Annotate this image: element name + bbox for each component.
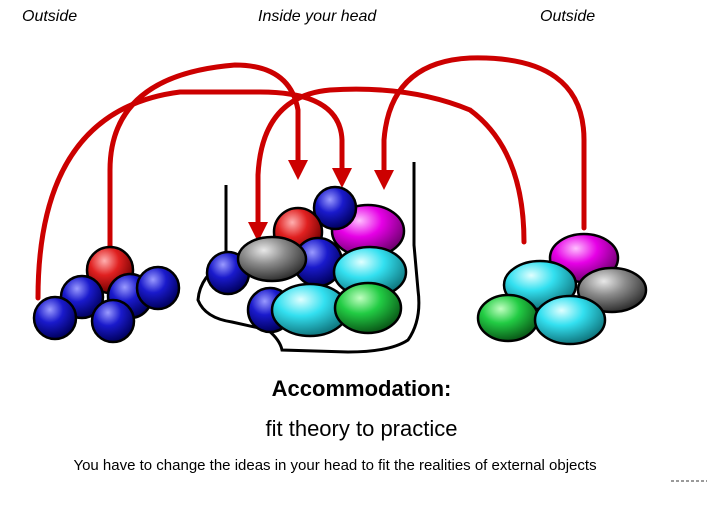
arrow-right-inner	[374, 55, 587, 231]
arrow-right-outer	[248, 86, 527, 245]
left-blue-ball-4	[32, 295, 78, 341]
right-green-ellipse	[476, 293, 540, 343]
right-cyan-ellipse-2	[533, 294, 607, 346]
label-inside-head: Inside your head	[258, 8, 377, 25]
left-blue-ball-3	[135, 265, 181, 311]
middle-gray-ellipse	[236, 235, 308, 283]
right-cluster	[476, 232, 648, 346]
middle-cluster	[205, 185, 408, 338]
head-outline	[196, 162, 421, 354]
left-blue-ball-5	[90, 298, 136, 344]
diagram-subtitle: fit theory to practice	[265, 416, 458, 441]
label-outside-right: Outside	[540, 8, 596, 25]
diagram-caption: You have to change the ideas in your hea…	[73, 457, 597, 474]
right-gray-ellipse	[576, 266, 648, 314]
accommodation-diagram	[32, 55, 648, 354]
corner-watermark	[671, 480, 707, 482]
left-cluster	[32, 245, 181, 344]
arrow-left-inner	[107, 62, 308, 251]
label-outside-left: Outside	[22, 8, 78, 25]
diagram-title: Accommodation:	[271, 376, 452, 401]
middle-blue-ball-top	[312, 185, 358, 231]
arrow-left-outer	[35, 89, 352, 301]
middle-green-ellipse	[333, 281, 403, 335]
arrows	[35, 55, 587, 301]
